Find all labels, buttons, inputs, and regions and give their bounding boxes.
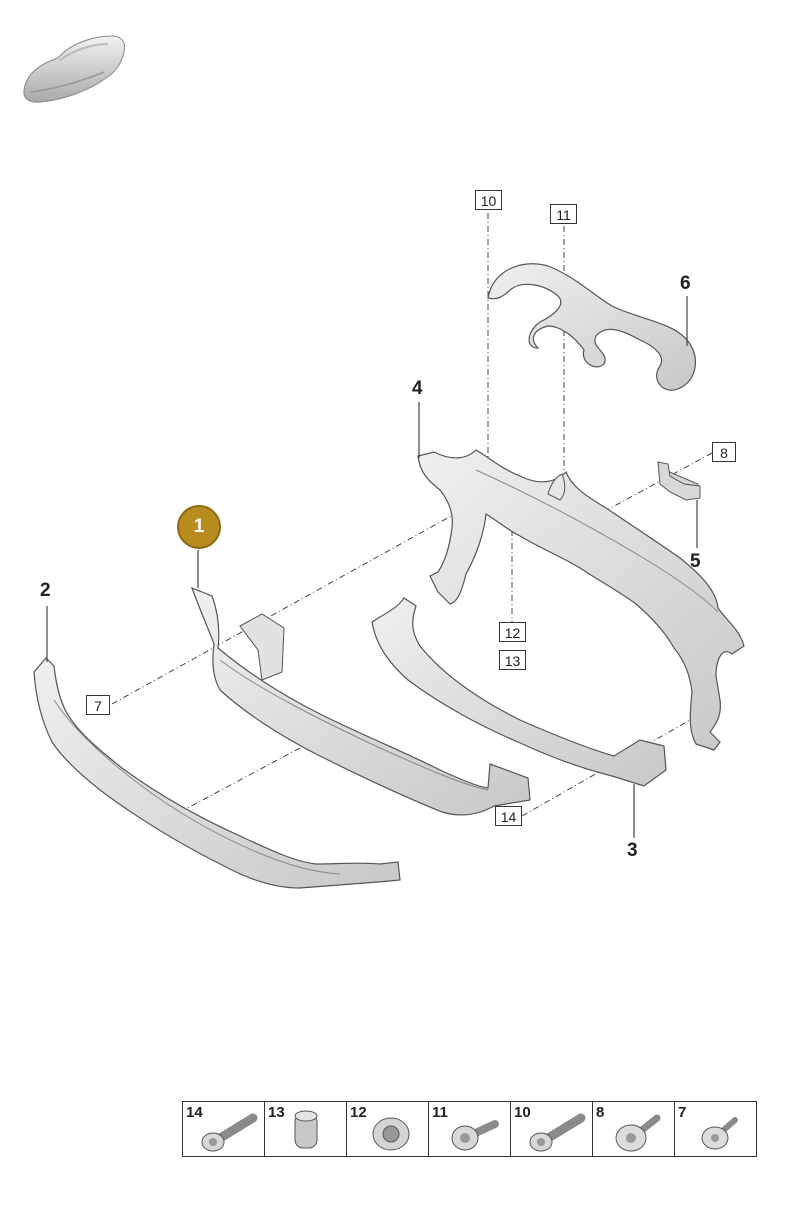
bolt-long-icon (529, 1113, 586, 1152)
fastener-cell[interactable]: 12 (347, 1102, 429, 1156)
fastener-number: 14 (186, 1104, 203, 1121)
lower-support-part (371, 597, 667, 787)
part-1-badge[interactable]: 1 (177, 505, 221, 549)
bolt-long-icon (201, 1113, 258, 1152)
fastener-number: 10 (514, 1104, 531, 1121)
fastener-cell[interactable]: 11 (429, 1102, 511, 1156)
flange-screw-icon (615, 1114, 661, 1152)
fastener-cell[interactable]: 14 (183, 1102, 265, 1156)
car-thumbnail-icon (23, 35, 125, 103)
fastener-cell[interactable]: 10 (511, 1102, 593, 1156)
ref-box-10[interactable]: 10 (475, 190, 502, 210)
part-6-callout: 6 (680, 273, 691, 294)
fastener-number: 8 (596, 1104, 605, 1121)
fastener-cell[interactable]: 7 (675, 1102, 756, 1156)
fastener-cell[interactable]: 13 (265, 1102, 347, 1156)
fastener-number: 7 (678, 1104, 687, 1121)
sleeve-icon (294, 1110, 318, 1149)
bumper-crossbeam-part (190, 586, 531, 816)
fastener-number: 11 (432, 1104, 448, 1121)
ref-box-11[interactable]: 11 (550, 204, 577, 224)
fastener-number: 13 (268, 1104, 285, 1121)
part-4-callout: 4 (412, 378, 423, 399)
ref-box-14[interactable]: 14 (495, 806, 522, 826)
fastener-number: 12 (350, 1104, 367, 1121)
ref-box-13[interactable]: 13 (499, 650, 526, 670)
ref-box-12[interactable]: 12 (499, 622, 526, 642)
part-2-callout: 2 (40, 580, 51, 601)
lower-deflector-part (33, 657, 401, 889)
fastener-cell[interactable]: 8 (593, 1102, 675, 1156)
upper-bracket-part (487, 263, 697, 391)
ref-box-7[interactable]: 7 (86, 695, 110, 715)
grommet-icon (372, 1117, 410, 1151)
part-5-callout: 5 (690, 551, 701, 572)
torx-screw-icon (701, 1117, 738, 1150)
ref-box-8[interactable]: 8 (712, 442, 736, 462)
bolt-washer-icon (451, 1120, 499, 1151)
fastener-legend: 14 13 12 11 10 (182, 1101, 757, 1157)
small-bracket-part (657, 461, 701, 501)
callout-lines (46, 296, 698, 838)
part-3-callout: 3 (627, 840, 638, 861)
